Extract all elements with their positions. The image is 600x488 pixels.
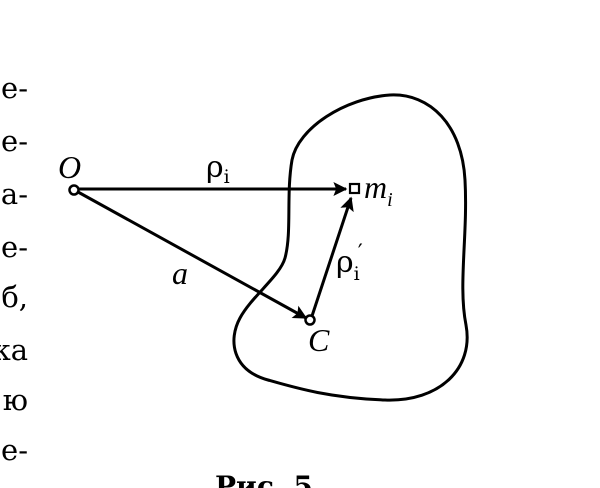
label-rho-prime: ρi′ <box>336 241 363 285</box>
label-m-main: m <box>364 169 387 205</box>
point-o-marker <box>68 184 80 196</box>
vector-rho-prime-arrow <box>310 196 354 317</box>
text-fragment: е- <box>1 230 28 264</box>
label-c: C <box>308 322 330 358</box>
vector-a-arrow <box>77 190 308 320</box>
label-a: a <box>172 255 188 291</box>
label-m-subscript: i <box>387 189 393 211</box>
point-m-marker <box>348 182 361 195</box>
text-fragment: ю <box>2 383 28 417</box>
text-fragment: ка <box>0 333 28 367</box>
label-rho-subscript: i <box>224 166 230 188</box>
left-text-column: е- е- а- е- б, ка ю е- <box>0 0 28 488</box>
body-outline <box>232 93 469 402</box>
label-rho-prime-main: ρ <box>336 245 354 280</box>
label-rho-main: ρ <box>206 150 224 185</box>
text-fragment: б, <box>1 280 28 314</box>
label-o: O <box>58 149 81 185</box>
label-rho-prime-mark: ′ <box>358 241 363 266</box>
label-rho: ρi <box>206 150 230 188</box>
figure-caption: Рис. 5 <box>215 470 313 488</box>
text-fragment: е- <box>1 433 28 467</box>
text-fragment: е- <box>1 124 28 158</box>
text-fragment: а- <box>0 177 28 211</box>
point-c-marker <box>304 314 316 326</box>
label-rho-prime-subscript: i <box>354 263 360 285</box>
label-m: mi <box>364 169 393 211</box>
text-fragment: е- <box>1 71 28 105</box>
